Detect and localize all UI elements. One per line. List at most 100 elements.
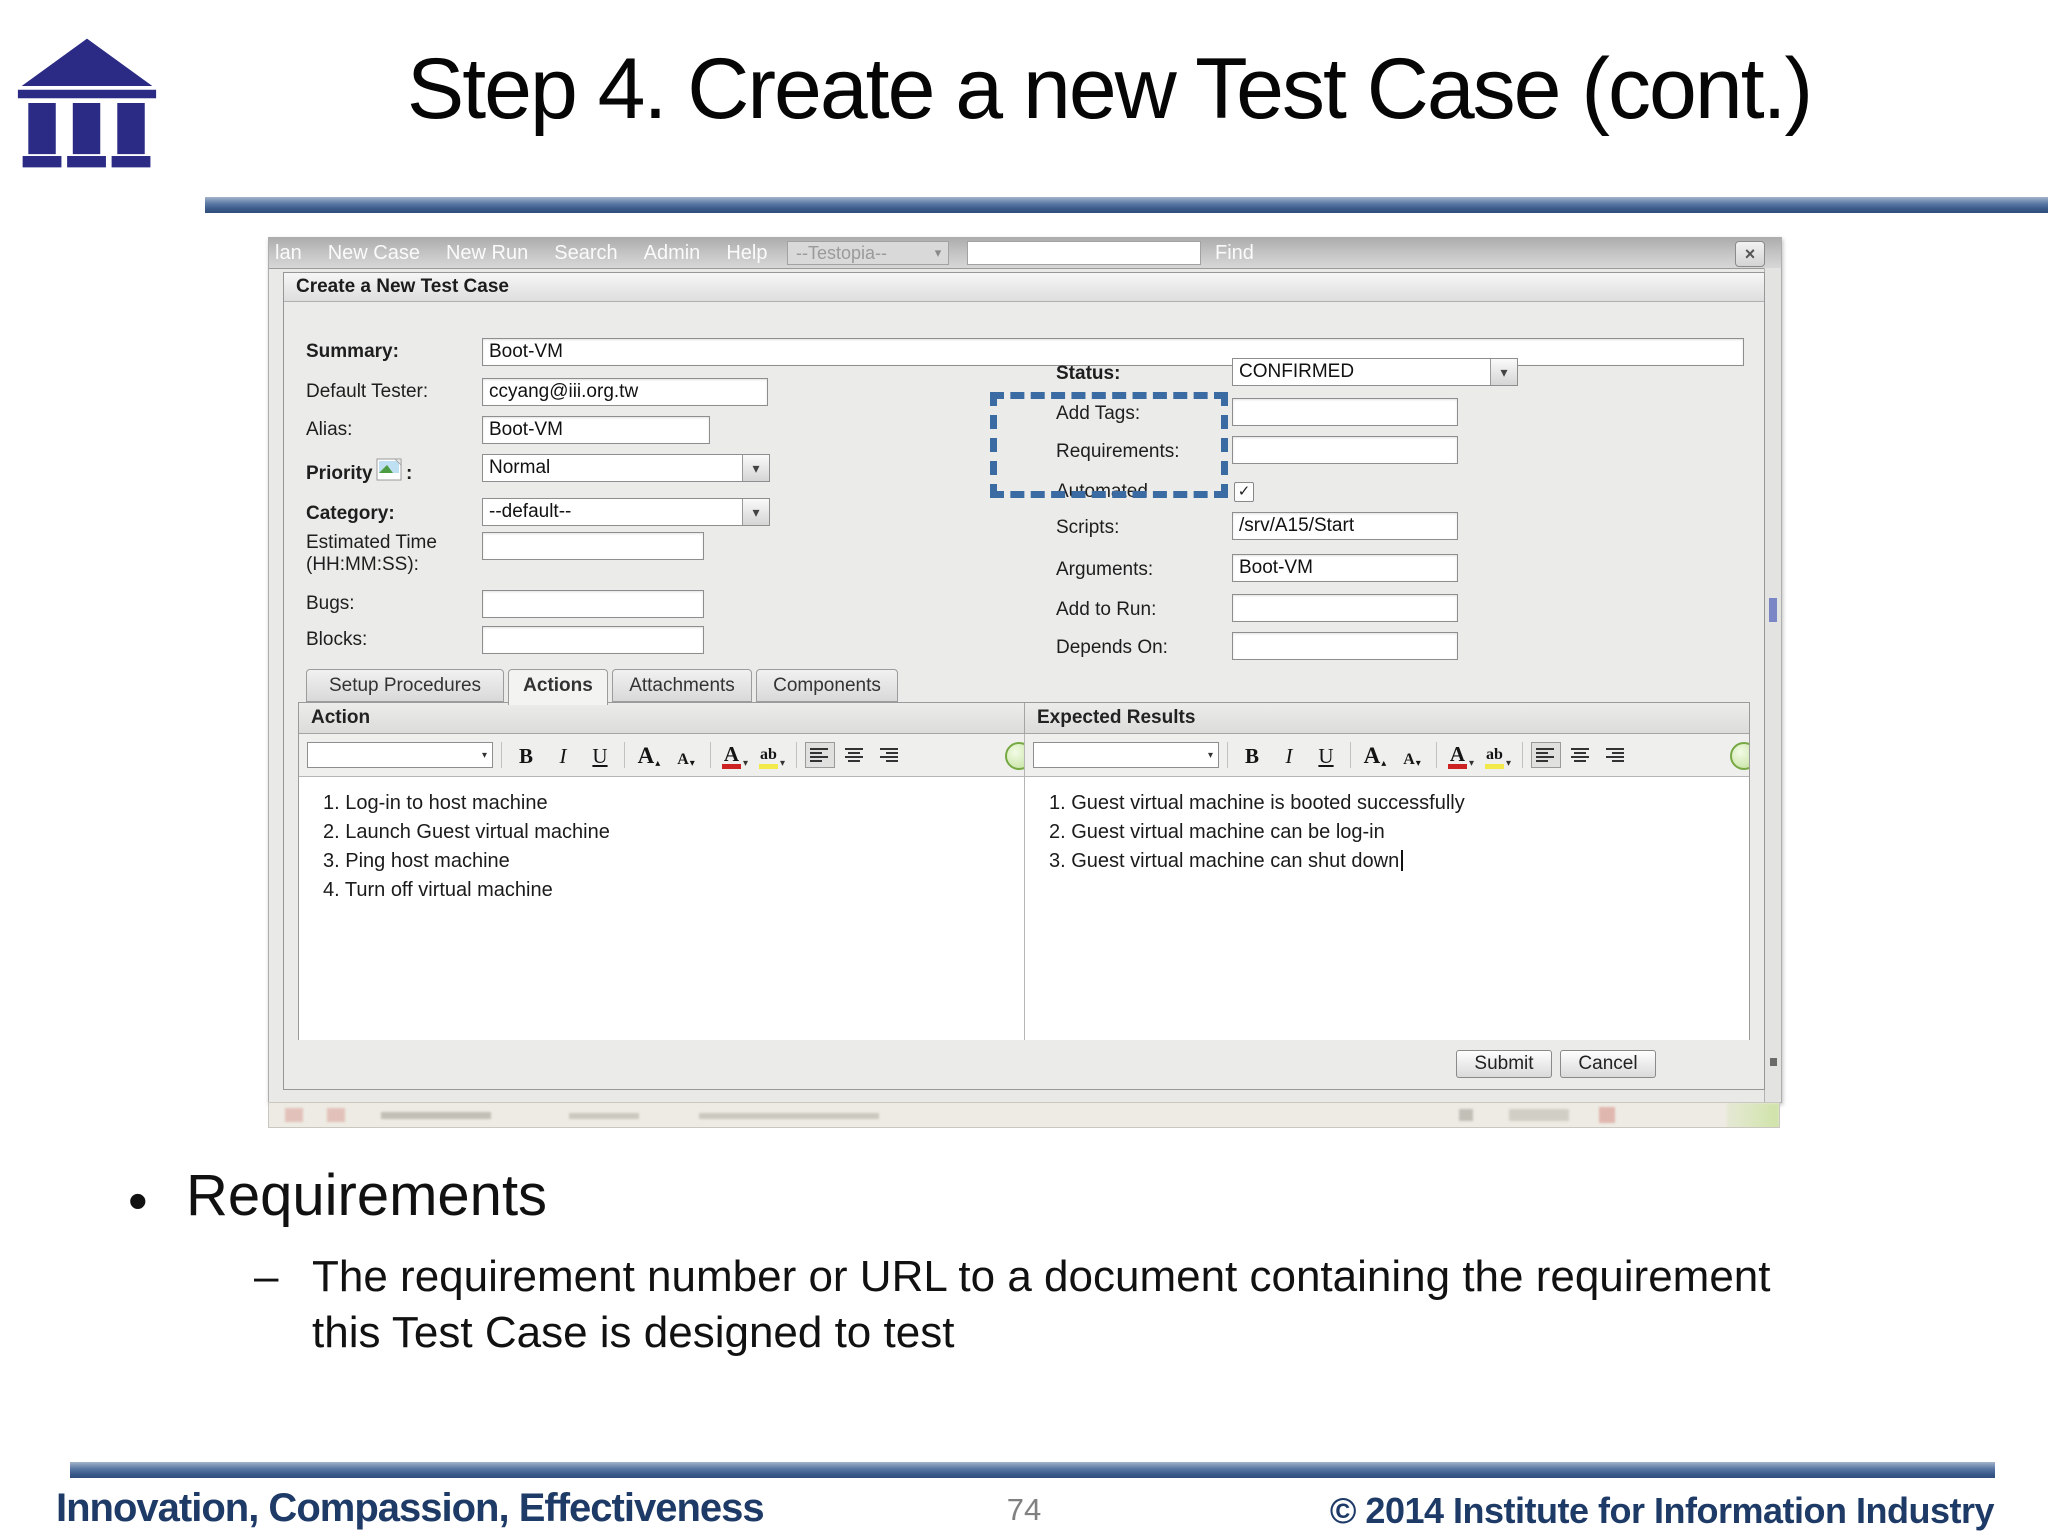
footer-motto: Innovation, Compassion, Effectiveness [56, 1486, 765, 1530]
chevron-down-icon: ▾ [1505, 757, 1512, 769]
footer-divider [70, 1462, 1995, 1478]
estimated-time-input[interactable] [482, 532, 704, 560]
underline-button[interactable]: U [1318, 743, 1334, 768]
align-right-icon[interactable] [1601, 742, 1631, 768]
find-button[interactable]: Find [1215, 242, 1254, 264]
automated-label: Automated [1056, 481, 1148, 502]
action-line: 1. Log-in to host machine [323, 792, 548, 814]
chevron-down-icon: ▾ [1490, 359, 1517, 385]
background-page-strip [268, 1102, 1780, 1128]
default-tester-input[interactable] [482, 378, 768, 406]
status-select[interactable]: CONFIRMED ▾ [1232, 358, 1518, 386]
action-toolbar: ▾ B I U A▴ A▾ A▾ ab▾ [299, 734, 1025, 776]
down-caret-icon: ▾ [689, 757, 695, 769]
menu-item-help[interactable]: Help [726, 241, 768, 264]
summary-input[interactable] [482, 338, 1744, 366]
text-cursor [1401, 850, 1404, 871]
add-tags-label: Add Tags: [1056, 403, 1141, 424]
menu-item-new-case[interactable]: New Case [327, 241, 420, 264]
align-left-icon[interactable] [805, 742, 835, 768]
dialog-title: Create a New Test Case [284, 273, 1764, 302]
chevron-down-icon: ▾ [742, 757, 749, 769]
increase-font-button[interactable]: A▴ [1363, 742, 1387, 769]
add-to-run-input[interactable] [1232, 594, 1458, 622]
bold-button[interactable]: B [518, 743, 533, 768]
blocks-input[interactable] [482, 626, 704, 654]
action-line: 4. Turn off virtual machine [323, 879, 553, 901]
add-tags-input[interactable] [1232, 398, 1458, 426]
menubar: lan New Case New Run Search Admin Help -… [269, 238, 1781, 269]
arguments-label: Arguments: [1056, 559, 1154, 580]
category-label: Category: [306, 503, 395, 524]
link-icon[interactable] [1005, 742, 1024, 770]
scripts-input[interactable] [1232, 512, 1458, 540]
estimated-time-label: Estimated Time [306, 532, 437, 553]
chevron-down-icon: ▾ [779, 757, 786, 769]
bold-button[interactable]: B [1244, 743, 1259, 768]
menu-item-search[interactable]: Search [554, 241, 618, 264]
align-center-icon[interactable] [840, 742, 870, 768]
tab-actions[interactable]: Actions [508, 669, 608, 705]
font-select[interactable]: ▾ [1033, 742, 1219, 768]
expected-results-text-area[interactable]: 1. Guest virtual machine is booted succe… [1025, 777, 1749, 1040]
align-center-icon[interactable] [1566, 742, 1596, 768]
priority-select[interactable]: Normal ▾ [482, 454, 770, 482]
menu-item-new-run[interactable]: New Run [445, 241, 529, 264]
down-caret-icon: ▾ [1415, 757, 1421, 769]
tab-setup-procedures[interactable]: Setup Procedures [306, 669, 504, 702]
bullet-icon: • [128, 1169, 148, 1232]
submit-button[interactable]: Submit [1456, 1050, 1552, 1078]
italic-button[interactable]: I [559, 743, 567, 768]
expected-line: 1. Guest virtual machine is booted succe… [1049, 792, 1465, 814]
default-tester-label: Default Tester: [306, 381, 429, 402]
tab-components[interactable]: Components [756, 669, 898, 702]
font-color-button[interactable]: A▾ [1447, 741, 1475, 769]
page-title: Step 4. Create a new Test Case (cont.) [406, 41, 1813, 137]
alias-input[interactable] [482, 416, 710, 444]
scrollbar-strip[interactable] [1764, 268, 1781, 1102]
link-icon[interactable] [1730, 742, 1749, 770]
expected-results-column-header: Expected Results [1037, 707, 1196, 728]
depends-on-input[interactable] [1232, 632, 1458, 660]
arguments-input[interactable] [1232, 554, 1458, 582]
expected-results-toolbar: ▾ B I U A▴ A▾ A▾ ab▾ [1025, 734, 1749, 776]
menu-item-admin[interactable]: Admin [643, 241, 701, 264]
tab-attachments[interactable]: Attachments [612, 669, 752, 702]
expected-line: 3. Guest virtual machine can shut down [1049, 847, 1741, 876]
chevron-down-icon: ▾ [481, 749, 487, 761]
font-select[interactable]: ▾ [307, 742, 493, 768]
add-to-run-label: Add to Run: [1056, 599, 1157, 620]
bugs-input[interactable] [482, 590, 704, 618]
close-button[interactable]: × [1735, 241, 1765, 267]
status-label: Status: [1056, 363, 1121, 384]
increase-font-button[interactable]: A▴ [637, 742, 661, 769]
close-icon: × [1744, 244, 1756, 264]
highlight-color-button[interactable]: ab▾ [758, 745, 786, 769]
product-select[interactable]: --Testopia-- ▾ [787, 241, 949, 265]
bugs-label: Bugs: [306, 593, 355, 614]
cancel-button[interactable]: Cancel [1560, 1050, 1656, 1078]
estimated-time-format-label: (HH:MM:SS): [306, 554, 419, 575]
highlight-color-button[interactable]: ab▾ [1484, 745, 1512, 769]
align-left-icon[interactable] [1531, 742, 1561, 768]
priority-colon: : [406, 463, 413, 484]
testopia-window: lan New Case New Run Search Admin Help -… [268, 237, 1782, 1103]
sub-bullet-line1: The requirement number or URL to a docum… [312, 1252, 1771, 1301]
requirements-input[interactable] [1232, 436, 1458, 464]
summary-label: Summary: [306, 341, 399, 362]
scrollbar-thumb[interactable] [1769, 598, 1777, 622]
priority-label: Priority [306, 463, 373, 484]
expected-line: 2. Guest virtual machine can be log-in [1049, 821, 1385, 843]
action-text-area[interactable]: 1. Log-in to host machine 2. Launch Gues… [299, 777, 1025, 1040]
category-select[interactable]: --default-- ▾ [482, 498, 770, 526]
automated-checkbox[interactable]: ✓ [1234, 482, 1254, 502]
underline-button[interactable]: U [592, 743, 608, 768]
font-color-button[interactable]: A▾ [721, 741, 749, 769]
italic-button[interactable]: I [1285, 743, 1293, 768]
decrease-font-button[interactable]: A▾ [677, 750, 695, 769]
decrease-font-button[interactable]: A▾ [1403, 750, 1421, 769]
menu-item-plan-partial[interactable]: lan [275, 241, 302, 264]
align-right-icon[interactable] [875, 742, 905, 768]
chevron-down-icon: ▾ [742, 499, 769, 525]
quick-search-input[interactable] [967, 241, 1201, 265]
